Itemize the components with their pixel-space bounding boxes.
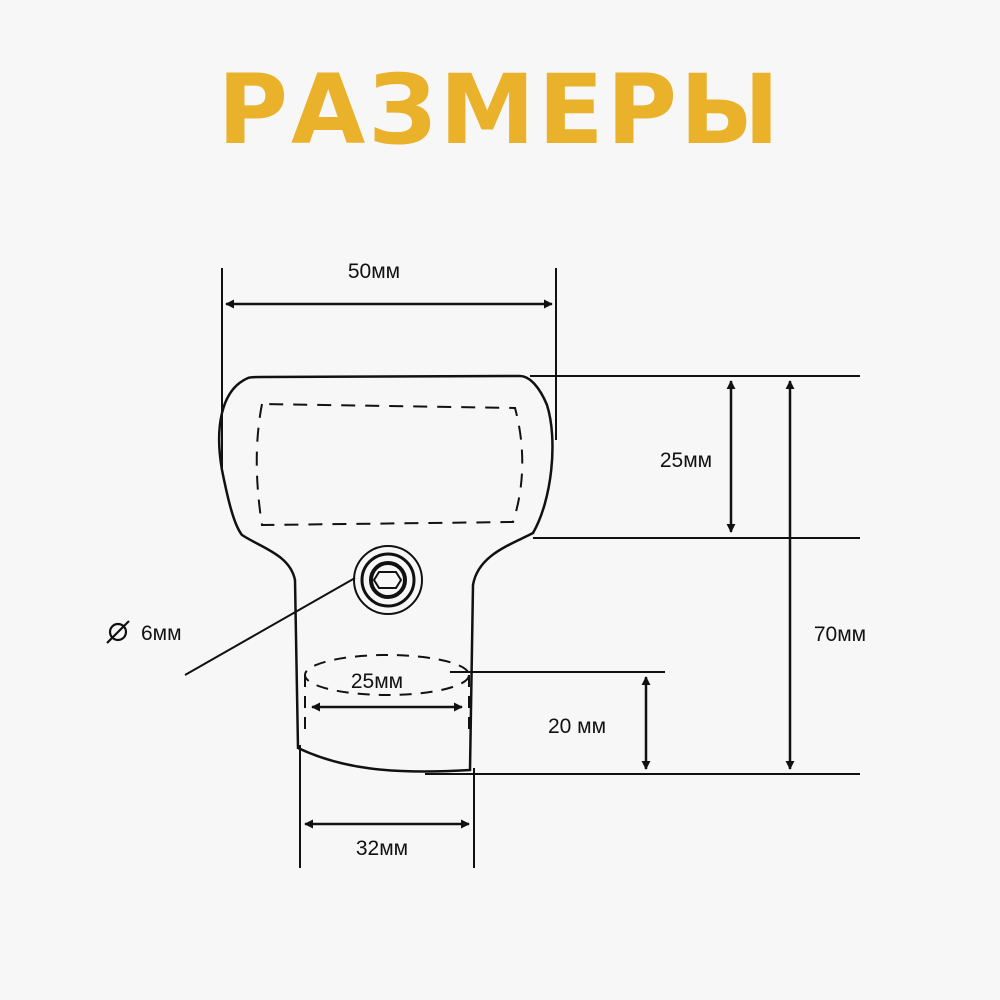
label-neck-height: 20 мм [548,715,606,738]
diameter-icon [106,620,130,644]
knob-outline [217,374,554,773]
hole-leader [184,577,356,676]
hole-inner [369,561,407,599]
page-title: РАЗМЕРЫ [217,54,783,166]
hole-hex [372,571,403,589]
label-total-height: 70мм [814,623,866,646]
hole-outer [353,545,423,615]
hole-mid [360,552,416,608]
head-inner-dashed [255,402,524,527]
label-head-height: 25мм [660,449,712,472]
label-neck-inner: 25мм [351,670,403,693]
label-top-width: 50мм [348,260,400,283]
label-neck-width: 32мм [356,837,408,860]
label-hole-diameter: 6мм [141,622,182,645]
